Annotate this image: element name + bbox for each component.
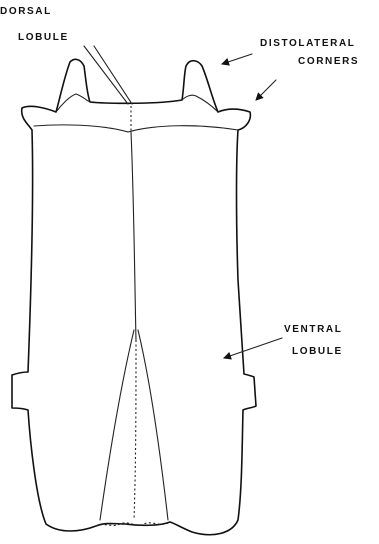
ventral-lobule-label-line2: LOBULE [292, 346, 343, 357]
dorsal-notch-contour [56, 94, 90, 112]
dorsal-fold-line [34, 125, 238, 132]
ventral-lobule-label-line1: VENTRAL [284, 324, 342, 335]
midline [131, 132, 136, 340]
ventral-lobule-arrow [224, 338, 282, 358]
midline-lower-dashed [134, 340, 136, 520]
dorsal-lobule-leader-2 [94, 46, 132, 104]
distolateral-arrow-upper [222, 54, 252, 64]
dorsal-lobule-label-line2: LOBULE [18, 32, 69, 43]
ventral-lobule-right-inner [138, 330, 168, 520]
dorsal-lobule-label-line1: DORSAL [0, 6, 52, 17]
distolateral-corners-label-line2: CORNERS [298, 56, 359, 67]
distolateral-arrow-lower [256, 80, 276, 100]
distolateral-corners-label-line1: DISTOLATERAL [260, 38, 356, 49]
ventral-lobule-left-inner [100, 330, 134, 520]
dorsal-lobule-leader-1 [84, 46, 128, 104]
